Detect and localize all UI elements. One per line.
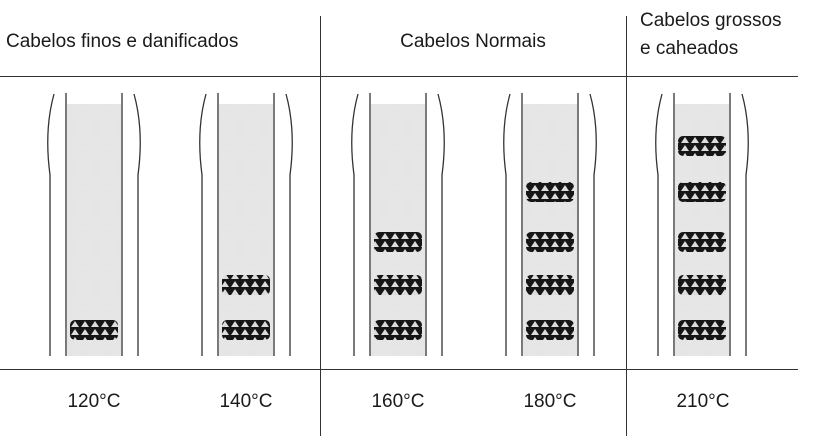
hair-strand-body — [67, 104, 121, 356]
heat-band — [678, 182, 726, 202]
hair-strand-1 — [47, 93, 141, 356]
hair-strand-body — [523, 104, 577, 356]
heat-band — [374, 320, 422, 340]
hair-strand-2 — [199, 93, 293, 356]
strands-group — [47, 93, 749, 356]
header-divider — [0, 76, 798, 77]
column-divider-2 — [626, 16, 627, 436]
header-thick-line2: e caheados — [640, 38, 739, 59]
heat-band — [678, 136, 726, 156]
temperature-label-140: 140°C — [219, 391, 273, 412]
heat-band — [526, 275, 574, 295]
strand-outer-right-curve — [741, 93, 749, 356]
strand-outer-left-curve — [655, 93, 663, 356]
strand-outer-left-curve — [351, 93, 359, 356]
hair-strand-4 — [503, 93, 597, 356]
heat-band — [526, 320, 574, 340]
strand-outer-right-curve — [285, 93, 293, 356]
hair-strand-5 — [655, 93, 749, 356]
heat-band — [526, 182, 574, 202]
strand-outer-right-curve — [133, 93, 141, 356]
temperature-label-160: 160°C — [371, 391, 425, 412]
column-divider-1 — [320, 16, 321, 436]
heat-band — [222, 275, 270, 295]
header-thick-line1: Cabelos grossos — [640, 10, 782, 31]
heat-band — [678, 320, 726, 340]
strand-outer-right-curve — [437, 93, 445, 356]
heat-band — [70, 320, 118, 340]
temperature-label-210: 210°C — [676, 391, 730, 412]
heat-band — [526, 232, 574, 252]
footer-divider — [0, 369, 798, 370]
strand-outer-right-curve — [589, 93, 597, 356]
header-fine-damaged-hair: Cabelos finos e danificados — [6, 31, 239, 52]
heat-band — [374, 232, 422, 252]
heat-band — [374, 275, 422, 295]
temperature-label-120: 120°C — [67, 391, 121, 412]
heat-band — [678, 275, 726, 295]
heat-band — [222, 320, 270, 340]
temperature-label-180: 180°C — [523, 391, 577, 412]
strand-outer-left-curve — [503, 93, 511, 356]
header-thick-curly-hair: Cabelos grossos e caheados — [640, 7, 814, 63]
hair-strand-3 — [351, 93, 445, 356]
hair-strand-body — [219, 104, 273, 356]
hair-strand-body — [371, 104, 425, 356]
strand-outer-left-curve — [47, 93, 55, 356]
heat-band — [678, 232, 726, 252]
header-normal-hair: Cabelos Normais — [400, 31, 546, 52]
strand-outer-left-curve — [199, 93, 207, 356]
